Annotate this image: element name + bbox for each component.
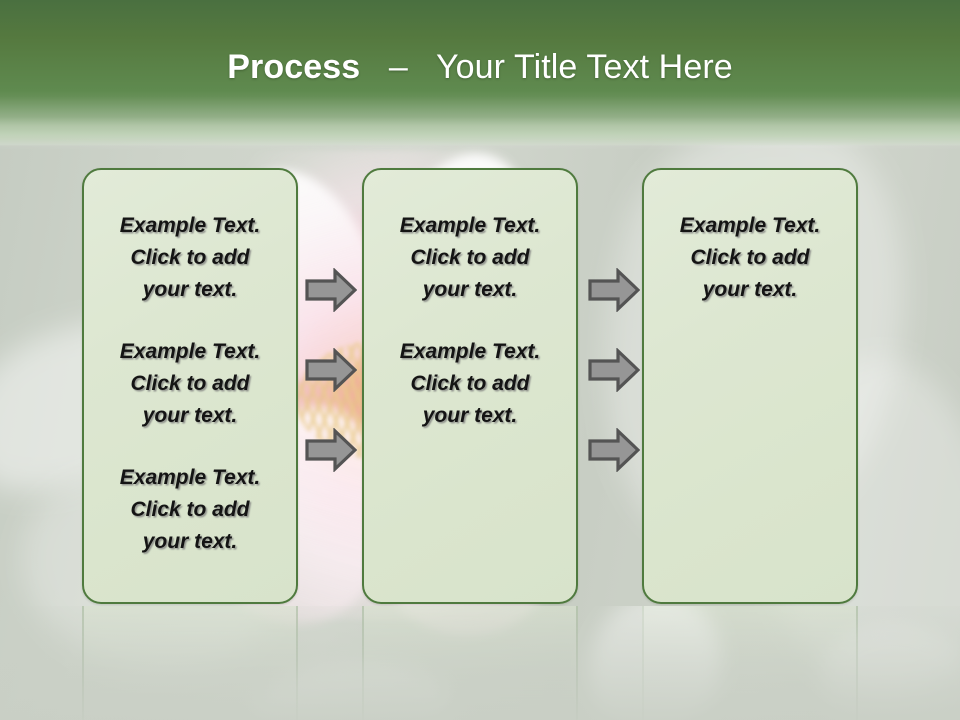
title-banner	[0, 0, 960, 146]
text-line: your text.	[142, 404, 238, 427]
text-line: Click to add	[130, 372, 250, 395]
arrow-right-icon	[588, 428, 640, 472]
text-line: Click to add	[410, 372, 530, 395]
text-line: Click to add	[690, 246, 810, 269]
text-paragraph: Example Text. Click to add your text.	[378, 336, 562, 432]
text-line: your text.	[422, 278, 518, 301]
process-step-3-box[interactable]: Example Text. Click to add your text.	[642, 168, 858, 604]
title-bold-part: Process	[227, 48, 361, 86]
text-line: Example Text.	[119, 340, 261, 363]
text-line: Example Text.	[399, 340, 541, 363]
text-line: Click to add	[130, 246, 250, 269]
process-step-1-box[interactable]: Example Text. Click to add your text. Ex…	[82, 168, 298, 604]
arrow-right-icon	[588, 268, 640, 312]
arrow-right-icon	[588, 348, 640, 392]
text-paragraph: Example Text. Click to add your text.	[98, 210, 282, 306]
text-line: Click to add	[130, 498, 250, 521]
arrow-right-icon	[305, 428, 357, 472]
text-paragraph: Example Text. Click to add your text.	[98, 336, 282, 432]
text-line: your text.	[142, 278, 238, 301]
text-line: Example Text.	[399, 214, 541, 237]
text-line: Example Text.	[679, 214, 821, 237]
text-line: your text.	[422, 404, 518, 427]
arrow-right-icon	[305, 348, 357, 392]
text-paragraph: Example Text. Click to add your text.	[658, 210, 842, 306]
title-separator: –	[388, 48, 408, 86]
text-paragraph: Example Text. Click to add your text.	[378, 210, 562, 306]
text-paragraph: Example Text. Click to add your text.	[98, 462, 282, 558]
process-step-2-text[interactable]: Example Text. Click to add your text. Ex…	[378, 210, 562, 432]
text-line: Click to add	[410, 246, 530, 269]
text-line: Example Text.	[119, 214, 261, 237]
arrow-right-icon	[305, 268, 357, 312]
process-step-3-text[interactable]: Example Text. Click to add your text.	[658, 210, 842, 306]
process-step-2-box[interactable]: Example Text. Click to add your text. Ex…	[362, 168, 578, 604]
page-title: Process – Your Title Text Here	[0, 47, 960, 87]
process-step-1-text[interactable]: Example Text. Click to add your text. Ex…	[98, 210, 282, 558]
text-line: your text.	[702, 278, 798, 301]
title-rest-part: Your Title Text Here	[435, 48, 733, 86]
text-line: your text.	[142, 530, 238, 553]
text-line: Example Text.	[119, 466, 261, 489]
